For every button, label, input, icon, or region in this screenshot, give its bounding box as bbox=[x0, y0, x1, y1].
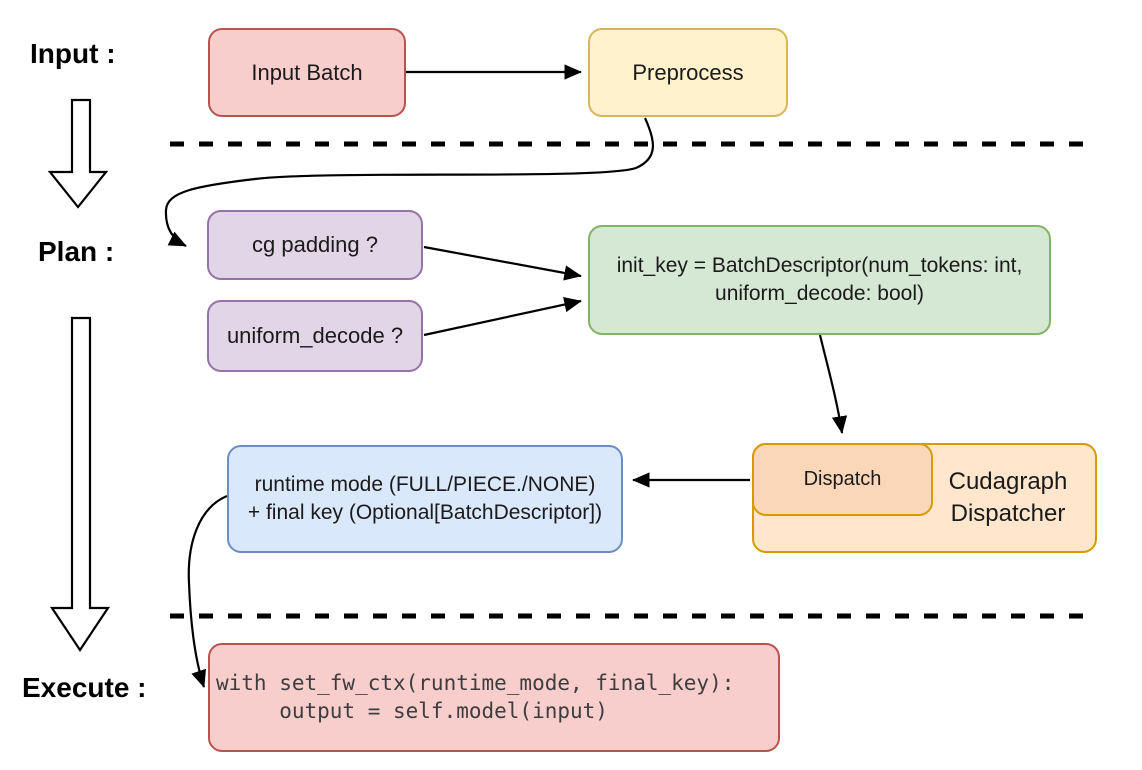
cg-padding-label: cg padding ? bbox=[252, 232, 378, 258]
input-to-plan-arrow bbox=[47, 98, 109, 209]
input-batch-node: Input Batch bbox=[208, 28, 406, 117]
execute-code-line2: output = self.model(input) bbox=[216, 698, 608, 723]
preprocess-node: Preprocess bbox=[588, 28, 788, 117]
init-key-line1: init_key = BatchDescriptor(num_tokens: i… bbox=[616, 253, 1023, 277]
init-key-node: init_key = BatchDescriptor(num_tokens: i… bbox=[588, 225, 1051, 335]
input-stage-label: Input : bbox=[30, 38, 116, 69]
init-key-line2: uniform_decode: bool) bbox=[715, 282, 924, 305]
preprocess-label: Preprocess bbox=[632, 59, 744, 85]
input-batch-label: Input Batch bbox=[251, 59, 363, 85]
dispatch-node: Dispatch bbox=[752, 443, 933, 516]
runtime-mode-node: runtime mode (FULL/PIECE./NONE) + final … bbox=[227, 445, 623, 553]
cudagraph-dispatcher-label: Cudagraph Dispatcher bbox=[929, 445, 1087, 551]
edge-uniformdecode-initkey bbox=[423, 297, 582, 337]
dispatch-label: Dispatch bbox=[803, 468, 882, 490]
runtime-mode-line2: + final key (Optional[BatchDescriptor]) bbox=[247, 501, 603, 524]
edge-runtimemode-execute bbox=[187, 494, 228, 688]
plan-to-execute-arrow bbox=[49, 316, 111, 652]
execute-code-node: with set_fw_ctx(runtime_mode, final_key)… bbox=[208, 643, 780, 752]
cudagraph-line2: Dispatcher bbox=[950, 500, 1066, 527]
edge-preprocess-cgpadding bbox=[164, 117, 655, 247]
cg-padding-node: cg padding ? bbox=[207, 210, 423, 280]
edge-cgpadding-initkey bbox=[423, 245, 582, 281]
cudagraph-line1: Cudagraph bbox=[948, 467, 1068, 495]
uniform-decode-node: uniform_decode ? bbox=[207, 300, 423, 372]
plan-stage-label: Plan : bbox=[38, 236, 115, 267]
execute-stage-label: Execute : bbox=[22, 672, 147, 703]
execute-code-line1: with set_fw_ctx(runtime_mode, final_key)… bbox=[216, 671, 735, 696]
edge-initkey-dispatch bbox=[818, 334, 848, 434]
runtime-mode-line1: runtime mode (FULL/PIECE./NONE) bbox=[254, 472, 596, 496]
uniform-decode-label: uniform_decode ? bbox=[226, 323, 404, 349]
